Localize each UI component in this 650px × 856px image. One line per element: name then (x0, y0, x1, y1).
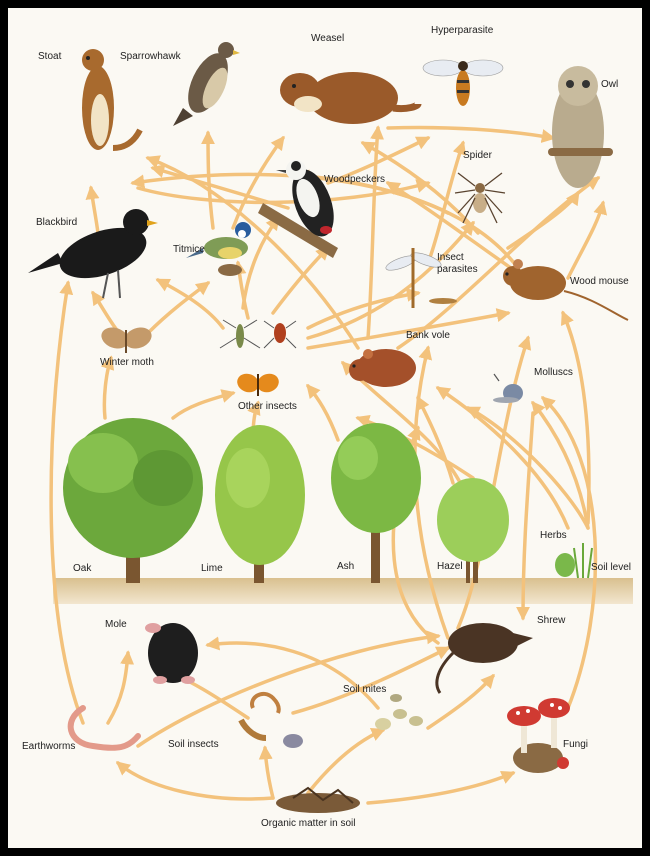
arrow-earthworms-mole (108, 653, 128, 723)
arrow-weasel-owl (388, 127, 553, 138)
arrow-insects-blackbird (158, 280, 223, 328)
label-molluscs: Molluscs (534, 367, 573, 378)
arrow-mouse-owl (568, 203, 603, 278)
hyperparasite-illustration (423, 60, 503, 106)
soil-mites-illustration (375, 694, 423, 730)
stoat-illustration (82, 49, 140, 150)
label-bank-vole: Bank vole (406, 330, 450, 341)
arrow-parasites-hyperparasite (428, 143, 463, 263)
label-shrew: Shrew (537, 615, 565, 626)
other-insects-illustration (220, 320, 296, 396)
label-lime: Lime (201, 563, 223, 574)
label-wood-mouse: Wood mouse (570, 276, 629, 287)
sparrowhawk-illustration (173, 42, 240, 126)
label-hazel: Hazel (437, 561, 463, 572)
label-soil-insects: Soil insects (168, 739, 219, 750)
arrow-insects-woodpeckers (273, 248, 328, 313)
label-mole: Mole (105, 619, 127, 630)
label-woodpeckers: Woodpeckers (324, 174, 385, 185)
lime-illustration (215, 425, 305, 583)
label-soil-level: Soil level (591, 562, 631, 573)
label-spider: Spider (463, 150, 492, 161)
label-blackbird: Blackbird (36, 217, 77, 228)
label-hyperparasite: Hyperparasite (431, 25, 493, 36)
arrow-insects-spider (308, 223, 473, 338)
molluscs-illustration (493, 374, 523, 403)
arrow-organic-soilinsects (265, 748, 273, 798)
label-insect-parasites-2: parasites (437, 264, 478, 275)
wood-mouse-illustration (503, 259, 628, 320)
ash-illustration (331, 423, 421, 583)
label-insect-parasites-1: Insect (437, 252, 464, 263)
label-organic-matter: Organic matter in soil (261, 818, 355, 829)
arrow-soilinsects-shrew (293, 648, 448, 713)
label-soil-mites: Soil mites (343, 684, 386, 695)
arrow-organic-fungi (368, 773, 513, 803)
winter-moth-illustration (98, 324, 154, 353)
arrow-herbs-woodmouse (563, 313, 589, 523)
label-titmice: Titmice (173, 244, 205, 255)
label-weasel: Weasel (311, 33, 344, 44)
label-herbs: Herbs (540, 530, 567, 541)
weasel-illustration (280, 72, 418, 124)
label-sparrowhawk: Sparrowhawk (120, 51, 181, 62)
label-earthworms: Earthworms (22, 741, 75, 752)
label-ash: Ash (337, 561, 354, 572)
mole-illustration (145, 623, 198, 684)
label-fungi: Fungi (563, 739, 588, 750)
arrow-blackbird-stoat (91, 188, 98, 233)
arrow-cross-1 (138, 183, 428, 202)
label-winter-moth: Winter moth (100, 357, 154, 368)
arrow-vole-weasel (368, 128, 378, 338)
food-web-diagram: Stoat Sparrowhawk Weasel Hyperparasite O… (8, 8, 642, 848)
fungi-illustration (507, 698, 570, 773)
soil-insects-illustration (241, 694, 303, 748)
label-owl: Owl (601, 79, 618, 90)
label-stoat: Stoat (38, 51, 61, 62)
arrow-ash-otherinsects (308, 386, 338, 440)
bank-vole-illustration (349, 349, 416, 387)
label-other-insects: Other insects (238, 401, 297, 412)
food-web-svg (8, 8, 642, 848)
organic-matter-illustration (276, 788, 360, 813)
arrow-titmice-sparrowhawk (208, 133, 213, 228)
oak-illustration (63, 418, 203, 583)
arrow-oak-otherinsects (173, 393, 233, 418)
herbs-illustration (555, 543, 592, 578)
label-oak: Oak (73, 563, 91, 574)
arrow-hazel-bankvole (418, 398, 453, 483)
arrow-organic-soilmites (308, 730, 383, 793)
arrow-organic-earthworms (118, 763, 273, 799)
